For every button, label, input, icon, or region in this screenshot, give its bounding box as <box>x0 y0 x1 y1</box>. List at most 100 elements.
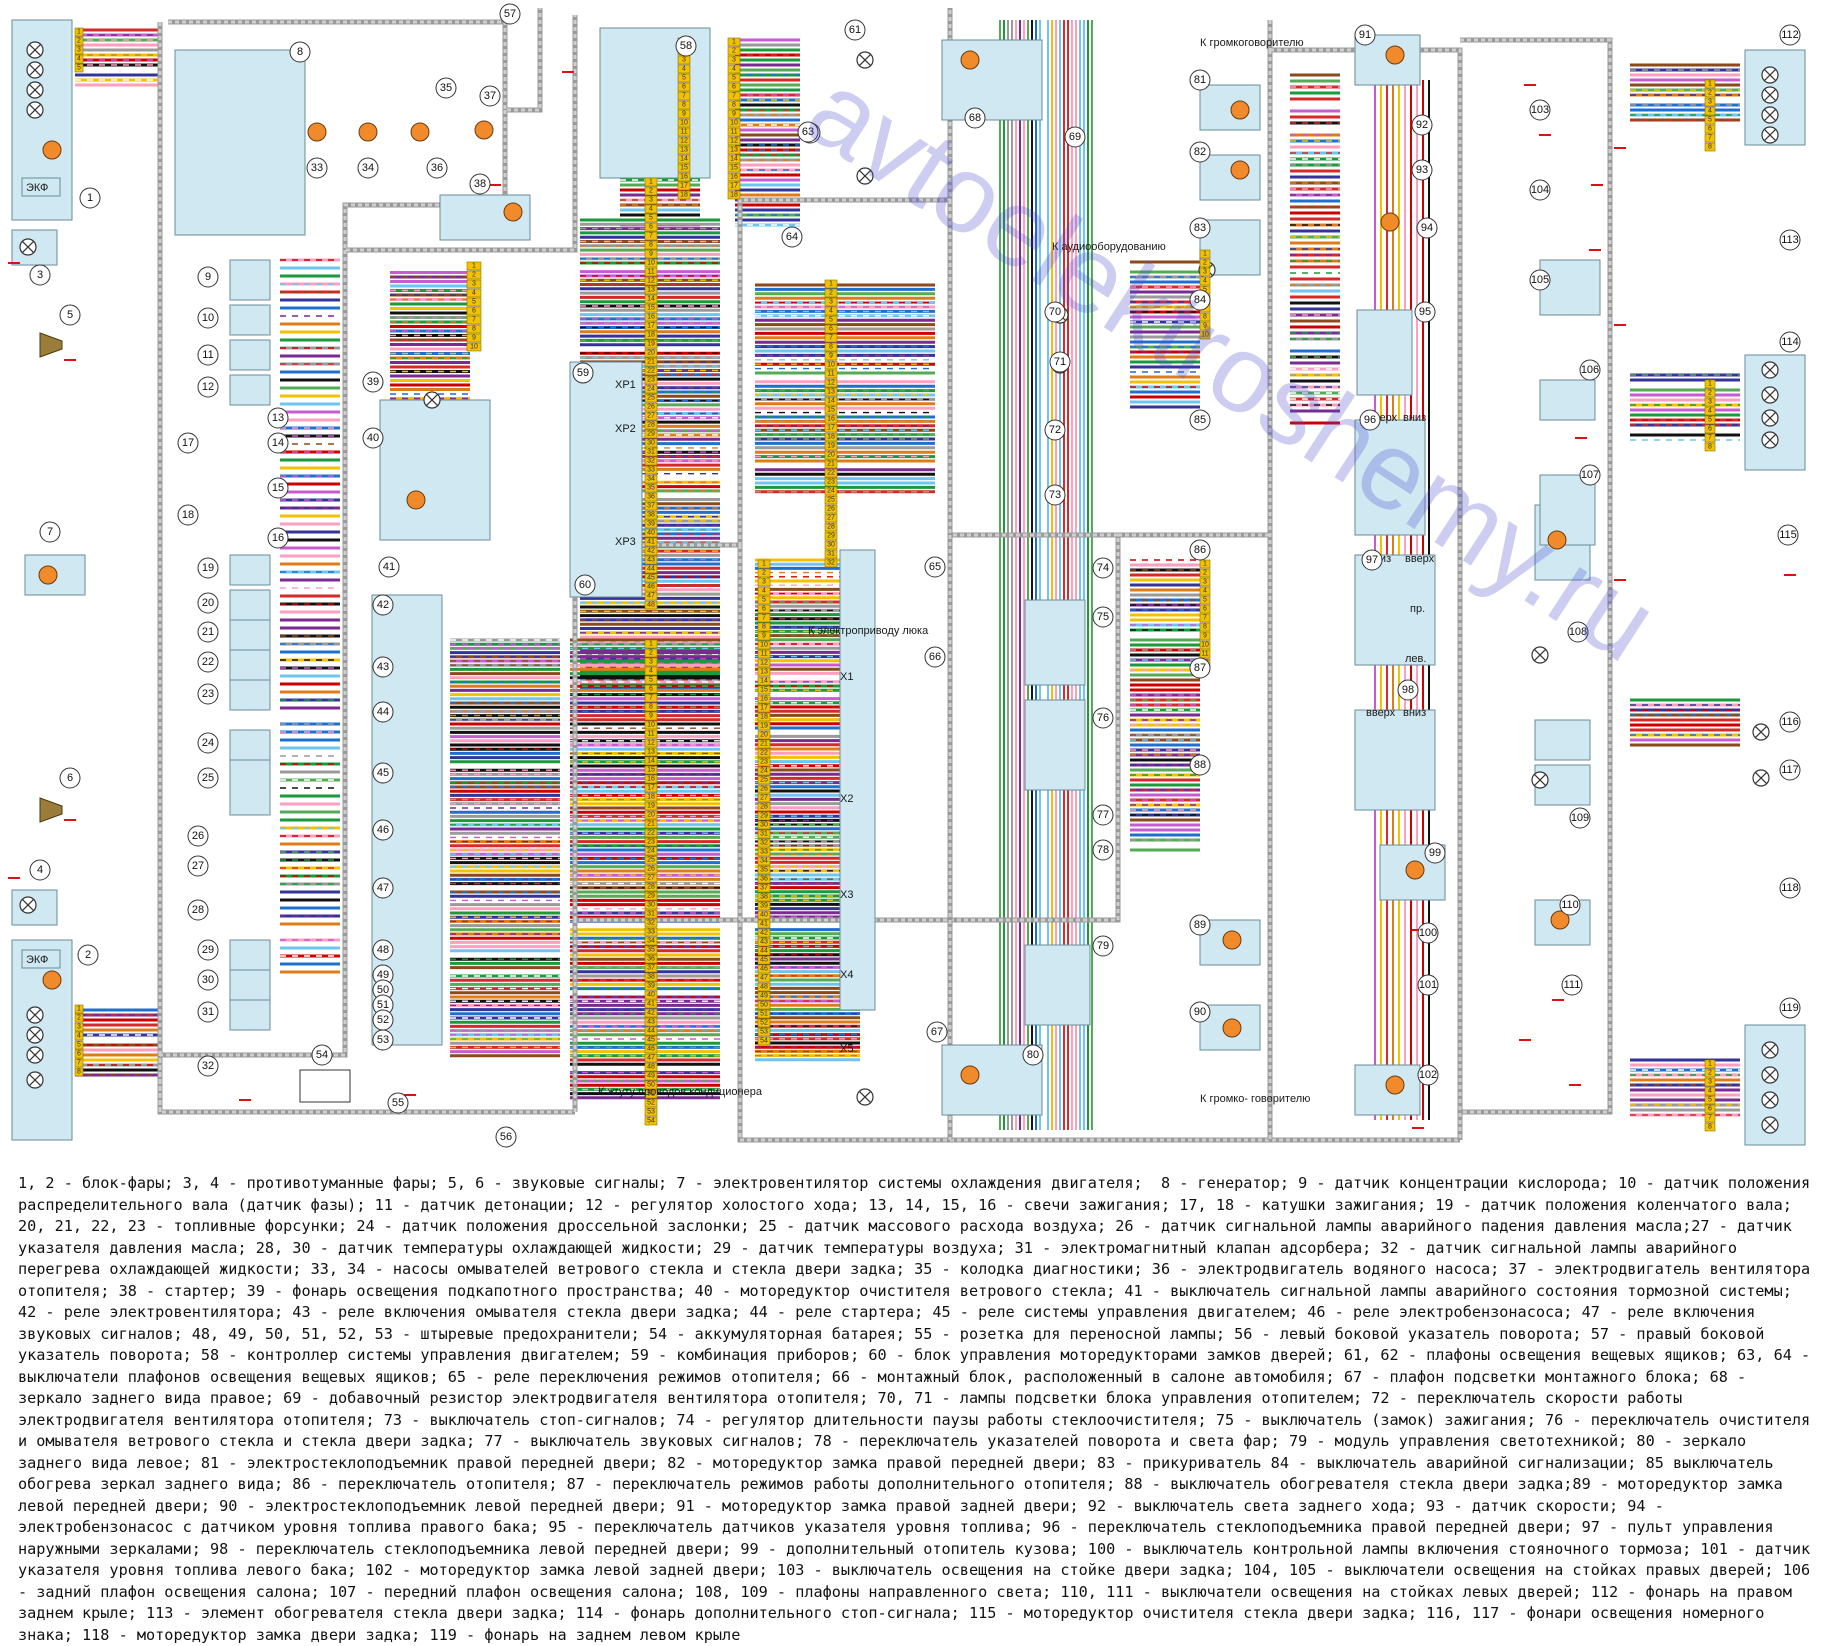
svg-text:94: 94 <box>1421 222 1433 234</box>
svg-text:11: 11 <box>680 129 687 136</box>
sensor-10-block <box>229 304 271 336</box>
component-number-114: 114 <box>1779 331 1801 353</box>
svg-text:2: 2 <box>77 1015 81 1022</box>
svg-text:13: 13 <box>272 412 284 424</box>
component-number-12: 12 <box>197 376 219 398</box>
svg-text:23: 23 <box>202 688 214 700</box>
component-number-48: 48 <box>372 939 394 961</box>
svg-text:6: 6 <box>472 308 476 315</box>
x4-label: X4 <box>840 969 853 981</box>
svg-text:54: 54 <box>647 1118 655 1125</box>
component-number-115: 115 <box>1777 524 1799 546</box>
lamp-icon <box>1752 723 1770 741</box>
svg-text:3: 3 <box>77 1024 81 1031</box>
svg-text:1: 1 <box>1708 381 1712 388</box>
svg-text:16: 16 <box>272 532 284 544</box>
sensor-24-block <box>229 729 271 761</box>
motor-icon <box>960 1065 980 1085</box>
svg-text:42: 42 <box>647 548 655 555</box>
component-number-61: 61 <box>844 19 866 41</box>
panel-97-block <box>1354 554 1436 666</box>
component-number-118: 118 <box>1779 877 1801 899</box>
component-number-102: 102 <box>1417 1064 1439 1086</box>
svg-text:15: 15 <box>272 482 284 494</box>
svg-text:2: 2 <box>829 290 833 297</box>
component-number-3: 3 <box>29 264 51 286</box>
svg-text:22: 22 <box>760 750 768 757</box>
svg-text:11: 11 <box>827 371 834 378</box>
xp3-label: XP3 <box>615 536 636 548</box>
component-number-86: 86 <box>1189 539 1211 561</box>
svg-text:14: 14 <box>760 678 768 685</box>
lamp-icon <box>1761 431 1779 449</box>
lamp-icon <box>1761 409 1779 427</box>
component-number-46: 46 <box>372 819 394 841</box>
component-number-20: 20 <box>197 592 219 614</box>
svg-text:114: 114 <box>1781 336 1799 348</box>
component-number-7: 7 <box>39 521 61 543</box>
svg-text:4: 4 <box>77 56 81 63</box>
component-number-110: 110 <box>1559 894 1581 916</box>
svg-text:12: 12 <box>202 381 214 393</box>
svg-text:3: 3 <box>1203 579 1207 586</box>
component-number-28: 28 <box>187 899 209 921</box>
component-number-24: 24 <box>197 732 219 754</box>
component-number-92: 92 <box>1411 114 1433 136</box>
component-number-39: 39 <box>362 371 384 393</box>
svg-text:90: 90 <box>1194 1006 1206 1018</box>
annotation-to-hatch: К электроприводу люка <box>808 625 929 637</box>
svg-text:107: 107 <box>1581 469 1599 481</box>
svg-text:68: 68 <box>969 112 981 124</box>
component-number-94: 94 <box>1416 217 1438 239</box>
svg-text:8: 8 <box>1203 314 1207 321</box>
svg-text:112: 112 <box>1781 29 1799 41</box>
component-number-13: 13 <box>267 407 289 429</box>
svg-text:11: 11 <box>647 269 654 276</box>
svg-text:3: 3 <box>649 197 653 204</box>
svg-text:6: 6 <box>1203 606 1207 613</box>
annotation-to-speaker-top: К громкоговорителю <box>1200 37 1304 49</box>
svg-text:44: 44 <box>377 706 389 718</box>
component-number-16: 16 <box>267 527 289 549</box>
sensor-11-block <box>229 339 271 371</box>
svg-text:61: 61 <box>849 24 861 36</box>
component-number-58: 58 <box>675 35 697 57</box>
svg-text:47: 47 <box>647 1055 655 1062</box>
svg-text:39: 39 <box>647 983 655 990</box>
svg-text:26: 26 <box>647 866 655 873</box>
component-number-9: 9 <box>197 266 219 288</box>
ekf-label-bottom: ЭКФ <box>26 954 48 966</box>
svg-text:7: 7 <box>47 526 53 538</box>
x1-label: X1 <box>840 671 853 683</box>
svg-text:7: 7 <box>649 695 653 702</box>
component-number-112: 112 <box>1779 24 1801 46</box>
svg-text:14: 14 <box>730 156 738 163</box>
svg-text:5: 5 <box>1203 287 1207 294</box>
svg-text:52: 52 <box>760 1020 768 1027</box>
lamp-icon <box>26 61 44 79</box>
svg-text:2: 2 <box>1708 1070 1712 1077</box>
svg-text:78: 78 <box>1097 844 1109 856</box>
svg-text:16: 16 <box>730 174 738 181</box>
svg-text:31: 31 <box>202 1006 214 1018</box>
svg-text:2: 2 <box>762 570 766 577</box>
svg-text:23: 23 <box>827 479 835 486</box>
svg-text:41: 41 <box>647 1001 655 1008</box>
svg-text:92: 92 <box>1416 119 1428 131</box>
svg-text:48: 48 <box>647 1064 655 1071</box>
bundle-controller-right <box>735 38 800 227</box>
component-number-84: 84 <box>1189 289 1211 311</box>
component-number-65: 65 <box>924 556 946 578</box>
component-number-37: 37 <box>479 85 501 107</box>
svg-text:5: 5 <box>649 677 653 684</box>
component-number-88: 88 <box>1189 754 1211 776</box>
svg-text:3: 3 <box>77 47 81 54</box>
sensor-25-block <box>229 759 271 816</box>
svg-text:69: 69 <box>1069 131 1081 143</box>
switch-98-up-label: вверх <box>1366 707 1396 719</box>
component-number-73: 73 <box>1044 484 1066 506</box>
bundle-right-vertical <box>1290 73 1340 431</box>
annotation-to-audio: К аудиооборудованию <box>1052 241 1166 253</box>
motor-icon <box>42 140 62 160</box>
